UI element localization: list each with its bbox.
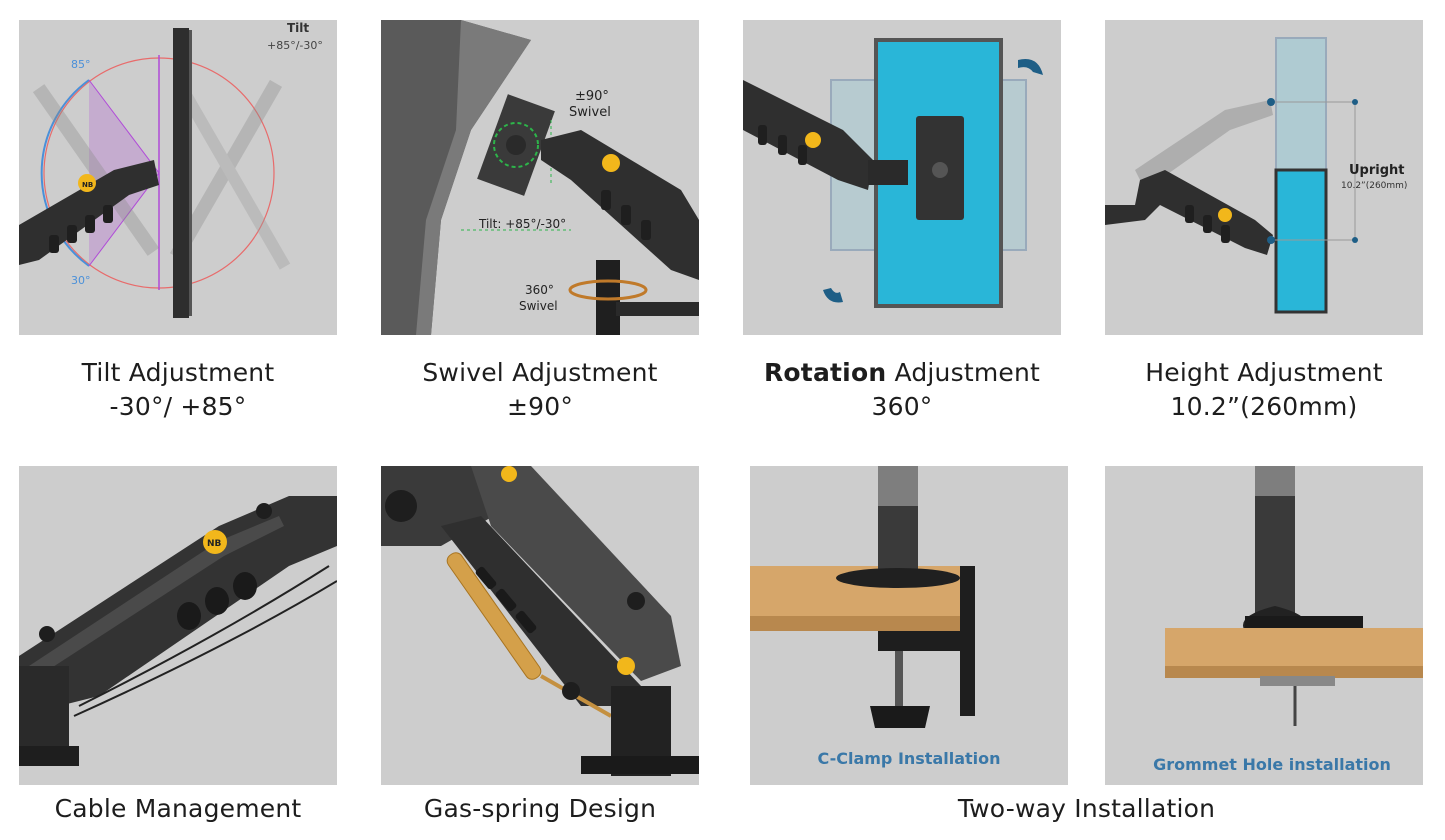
swivel-illustration: ±90° Swivel Tilt: +85°/-30° 360° Swivel	[381, 20, 699, 335]
rotation-adjustment-image	[743, 20, 1061, 335]
gas-spring-image	[381, 466, 699, 785]
tilt-range-label: +85°/-30°	[267, 39, 323, 52]
height-caption-line2: 10.2”(260mm)	[1170, 392, 1358, 421]
cable-illustration: NB	[19, 496, 337, 766]
gas-spring-illustration	[381, 466, 699, 776]
installation-caption: Two-way Installation	[957, 794, 1216, 823]
cable-management-image: NB	[19, 466, 337, 785]
swivel-360-label: 360°	[525, 283, 554, 297]
rotation-caption-rest: Adjustment	[886, 358, 1041, 387]
c-clamp-label: C-Clamp Installation	[817, 749, 1000, 768]
tilt-title-label: Tilt	[287, 21, 309, 35]
swivel-360-word-label: Swivel	[519, 299, 558, 313]
tilt-caption-line1: Tilt Adjustment	[81, 358, 275, 387]
rotation-caption: Rotation Adjustment 360°	[743, 356, 1061, 424]
height-caption-line1: Height Adjustment	[1145, 358, 1383, 387]
height-caption: Height Adjustment 10.2”(260mm)	[1105, 356, 1423, 424]
tilt-30-label: 30°	[71, 274, 91, 287]
grommet-illustration: Grommet Hole installation	[1153, 466, 1423, 774]
cable-caption: Cable Management	[54, 794, 302, 823]
height-upright-label: Upright	[1349, 163, 1405, 178]
rotation-caption-line1: Rotation Adjustment	[743, 356, 1061, 390]
height-illustration: Upright 10.2”(260mm)	[1105, 37, 1407, 314]
grommet-label: Grommet Hole installation	[1153, 755, 1391, 774]
rotation-caption-bold: Rotation	[763, 358, 887, 387]
height-measure-label: 10.2”(260mm)	[1341, 181, 1407, 191]
tilt-85-label: 85°	[71, 58, 91, 71]
c-clamp-illustration: C-Clamp Installation	[750, 466, 1001, 768]
tilt-illustration: NB Tilt +85°/-30° 85° 30°	[19, 21, 323, 318]
grommet-image: Grommet Hole installation	[1105, 466, 1423, 785]
c-clamp-image: C-Clamp Installation	[750, 466, 1068, 785]
svg-text:NB: NB	[82, 181, 93, 189]
swivel-word-label: Swivel	[569, 105, 611, 120]
rotation-illustration	[743, 38, 1043, 308]
rotation-caption-line2: 360°	[871, 392, 933, 421]
swivel-deg-label: ±90°	[575, 89, 609, 104]
tilt-caption-line2: -30°/ +85°	[109, 392, 247, 421]
swivel-adjustment-image: ±90° Swivel Tilt: +85°/-30° 360° Swivel	[381, 20, 699, 335]
svg-text:NB: NB	[207, 539, 222, 549]
swivel-caption: Swivel Adjustment ±90°	[381, 356, 699, 424]
tilt-adjustment-image: NB Tilt +85°/-30° 85° 30°	[19, 20, 337, 335]
swivel-caption-line2: ±90°	[506, 392, 574, 421]
swivel-caption-line1: Swivel Adjustment	[422, 358, 658, 387]
height-adjustment-image: Upright 10.2”(260mm)	[1105, 20, 1423, 335]
swivel-tilt-label: Tilt: +85°/-30°	[478, 217, 566, 231]
tilt-caption: Tilt Adjustment -30°/ +85°	[19, 356, 337, 424]
gas-spring-caption: Gas-spring Design	[423, 794, 657, 823]
